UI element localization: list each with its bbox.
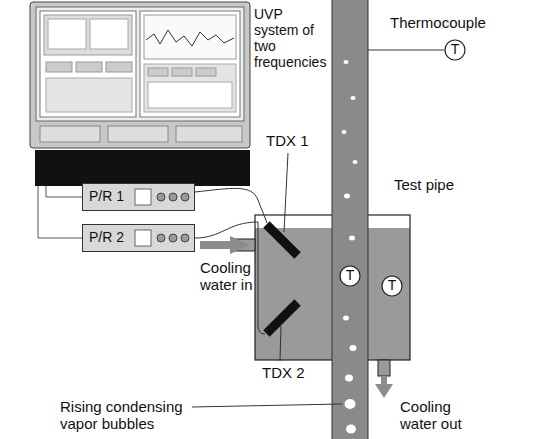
- software-panel: [44, 15, 132, 55]
- transducer-label: TDX 2: [262, 364, 322, 381]
- vapor-bubble: [345, 399, 356, 409]
- device-knob: [169, 193, 177, 201]
- flow-label: Cooling water out: [400, 398, 490, 433]
- software-window: [140, 11, 240, 117]
- monitor-frame: [30, 2, 250, 148]
- pulser-receiver-box: P/R 2: [82, 224, 195, 252]
- device-knob: [169, 234, 177, 242]
- thermocouple-circle: [382, 276, 402, 296]
- software-button: [172, 68, 192, 76]
- node-text: P/R 1: [89, 189, 124, 204]
- software-button: [46, 62, 72, 72]
- pulser-receiver-box: P/R 1: [82, 183, 195, 211]
- transducer-cable: [195, 222, 265, 334]
- velocity-chart: [144, 15, 236, 59]
- leader-line: [192, 404, 342, 407]
- ultrasonic-transducer: [263, 299, 300, 336]
- vapor-bubble: [344, 194, 350, 199]
- leader-line: [280, 326, 281, 361]
- part-label: Test pipe: [394, 176, 494, 193]
- ultrasonic-transducer: [263, 221, 300, 258]
- thermocouple-symbol: T: [381, 275, 403, 297]
- vapor-bubble: [353, 160, 358, 164]
- device-knob: [181, 234, 189, 242]
- monitor-controls: [40, 126, 100, 142]
- vapor-bubble: [345, 375, 353, 382]
- thermocouple-symbol: T: [339, 265, 361, 287]
- device-knob: [157, 193, 165, 201]
- device-display: [135, 189, 151, 205]
- device-display: [135, 230, 151, 246]
- node-text: T: [451, 42, 460, 57]
- monitor-screen: [36, 7, 244, 121]
- software-plot: [48, 19, 86, 49]
- inflow-arrow: [200, 236, 250, 254]
- thermocouple-wire: [368, 50, 444, 51]
- vapor-bubble: [350, 345, 357, 351]
- system-label: UVP system of two frequencies: [254, 6, 330, 70]
- bubble-label: Rising condensing vapor bubbles: [60, 398, 210, 433]
- software-panel: [144, 64, 236, 112]
- vapor-bubble: [351, 96, 356, 100]
- node-text: P/R 2: [89, 230, 124, 245]
- software-plot: [90, 19, 128, 49]
- vapor-bubble: [346, 425, 356, 434]
- device-knob: [181, 193, 189, 201]
- leader-line: [284, 153, 288, 232]
- outflow-arrow: [375, 376, 393, 398]
- transducer-label: TDX 1: [266, 132, 326, 149]
- thermocouple-circle: [340, 266, 360, 286]
- software-panel: [46, 78, 132, 112]
- vapor-bubble: [343, 316, 349, 321]
- software-plot: [148, 82, 232, 108]
- thermocouple-symbol: T: [444, 39, 466, 61]
- velocity-profile: [146, 30, 234, 46]
- vapor-bubble: [344, 60, 349, 64]
- signal-wire: [38, 186, 82, 238]
- software-window: [40, 11, 136, 117]
- flow-label: Cooling water in: [200, 259, 254, 294]
- software-button: [106, 62, 132, 72]
- vapor-bubble: [342, 130, 347, 134]
- outlet-pipe: [378, 360, 390, 376]
- sensor-label: Thermocouple: [390, 14, 510, 31]
- computer-unit: [35, 150, 250, 186]
- node-text: T: [388, 278, 397, 293]
- software-button: [76, 62, 102, 72]
- software-button: [148, 68, 168, 76]
- transducer-cable: [195, 188, 267, 223]
- monitor-controls: [108, 126, 168, 142]
- vapor-bubble: [349, 236, 355, 241]
- signal-wire: [46, 186, 82, 197]
- node-text: T: [346, 268, 355, 283]
- thermocouple-circle: [445, 40, 465, 60]
- monitor-controls: [176, 126, 242, 142]
- test-pipe: [332, 0, 368, 439]
- software-button: [196, 68, 216, 76]
- device-knob: [157, 234, 165, 242]
